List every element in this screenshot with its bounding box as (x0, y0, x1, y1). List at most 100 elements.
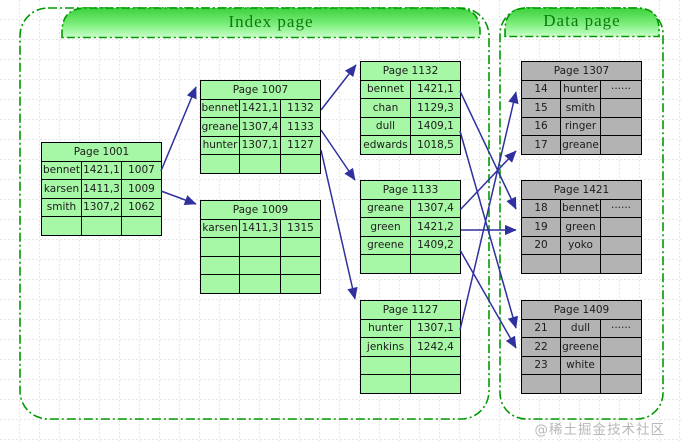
table-cell (121, 216, 162, 236)
table-cell (600, 98, 642, 118)
table-cell: 1307,1 (239, 135, 281, 155)
table-cell: bennet (360, 79, 411, 99)
table-cell (200, 274, 240, 294)
table-cell: 20 (521, 235, 561, 255)
table-cell: 1421,2 (409, 217, 462, 237)
table-row (200, 255, 321, 275)
table-cell: bennet (200, 98, 240, 118)
watermark-text: @稀土掘金技术社区 (534, 422, 665, 438)
table-cell: jenkins (360, 337, 411, 357)
table-cell (81, 216, 122, 236)
data-page-title: Data page (543, 11, 621, 30)
table-cell: ringer (560, 116, 601, 136)
table-cell: 1132 (280, 98, 321, 118)
table-cell: 1315 (280, 218, 321, 238)
table-cell (239, 154, 281, 174)
table-cell: 1018,5 (409, 135, 462, 155)
table-cell: smith (41, 197, 82, 217)
table-row (360, 355, 462, 375)
table-cell (600, 135, 642, 155)
table-cell (200, 255, 240, 275)
table-cell: 1133 (280, 117, 321, 137)
table-row (200, 237, 321, 257)
table-cell: 18 (521, 198, 561, 218)
table-cell (200, 154, 240, 174)
table-cell: dull (560, 318, 601, 338)
page-title-cell: Page 1133 (359, 180, 462, 200)
page-title-cell: Page 1421 (521, 180, 642, 200)
table-cell (239, 237, 281, 257)
table-cell: 1307,4 (239, 117, 281, 137)
table-cell (360, 355, 411, 375)
table-cell: 14 (521, 79, 561, 99)
data-page-pill (504, 7, 660, 38)
table-cell: 1242,4 (409, 337, 462, 357)
table-cell: 1409,2 (409, 235, 462, 255)
table-cell (600, 355, 642, 375)
table-cell: chan (360, 98, 411, 118)
table-cell: greene (360, 235, 411, 255)
table-cell (600, 337, 642, 357)
page-title-cell: Page 1007 (200, 80, 321, 100)
table-row (41, 216, 162, 236)
table-cell (600, 254, 642, 274)
table-cell: 1007 (121, 160, 162, 180)
table-cell: dull (360, 116, 411, 136)
table-cell (521, 254, 561, 274)
table-cell (280, 237, 321, 257)
table-cell (280, 255, 321, 275)
table-cell: 1129,3 (409, 98, 462, 118)
table-cell: 1307,1 (409, 318, 462, 338)
table-cell: green (560, 217, 601, 237)
table-cell: 1421,1 (81, 160, 122, 180)
table-cell (360, 374, 411, 394)
table-row (360, 374, 462, 394)
index-page-pill (61, 7, 481, 39)
table-cell: hunter (360, 318, 411, 338)
table-cell: hunter (560, 79, 601, 99)
table-cell (521, 374, 561, 394)
table-cell: 1411,3 (239, 218, 281, 238)
table-cell (239, 255, 281, 275)
table-cell: bennet (41, 160, 82, 180)
table-cell (200, 237, 240, 257)
table-cell: ······ (600, 198, 642, 218)
table-cell (560, 254, 601, 274)
table-cell: 16 (521, 116, 561, 136)
table-cell (280, 274, 321, 294)
table-cell: ······ (600, 318, 642, 338)
table-cell: bennet (560, 198, 601, 218)
table-cell: greene (560, 337, 601, 357)
table-row (521, 254, 642, 274)
table-cell: 1307,2 (81, 197, 122, 217)
table-row (200, 274, 321, 294)
table-cell: white (560, 355, 601, 375)
table-cell: edwards (360, 135, 411, 155)
table-cell (600, 217, 642, 237)
page-title-cell: Page 1009 (200, 200, 321, 220)
table-row (360, 254, 462, 274)
table-cell (600, 116, 642, 136)
table-cell: smith (560, 98, 601, 118)
table-cell (409, 374, 462, 394)
table-cell: greane (360, 198, 411, 218)
